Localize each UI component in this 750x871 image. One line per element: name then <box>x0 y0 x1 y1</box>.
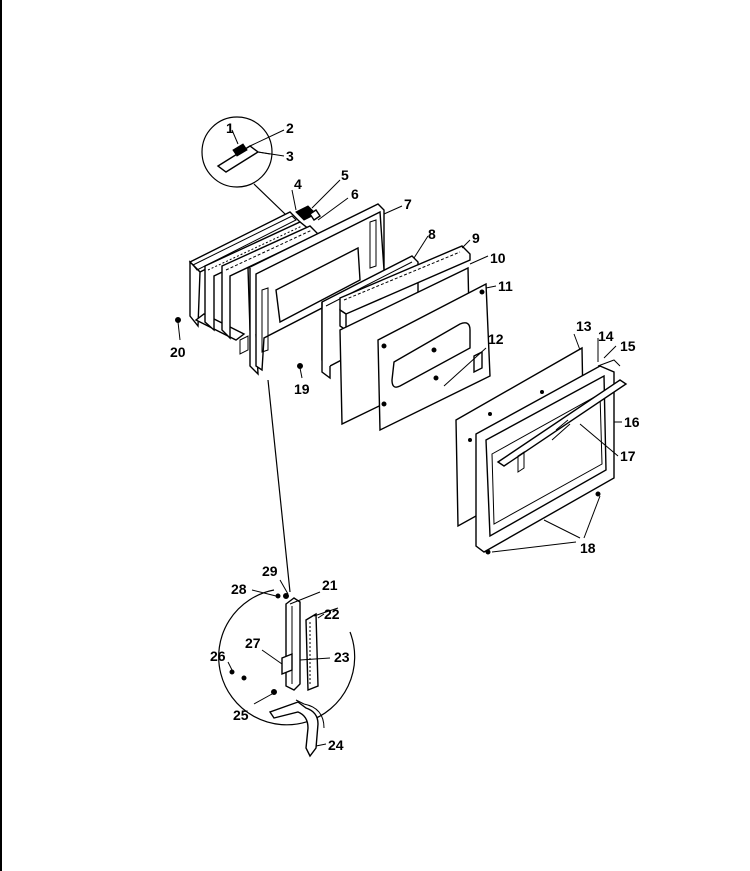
callout-19: 19 <box>294 381 310 397</box>
detail-circle-top <box>201 116 313 241</box>
callout-8: 8 <box>428 226 436 242</box>
callout-5: 5 <box>341 167 349 183</box>
gasket-assembly <box>188 205 321 341</box>
callout-7: 7 <box>404 196 412 212</box>
callout-10: 10 <box>490 250 506 266</box>
callout-22: 22 <box>324 606 340 622</box>
left-border-line <box>0 0 2 871</box>
callout-29: 29 <box>262 563 278 579</box>
callout-16: 16 <box>624 414 640 430</box>
callout-labels: 1 2 3 4 5 6 7 8 9 10 11 12 13 14 15 16 1… <box>170 120 640 753</box>
callout-9: 9 <box>472 230 480 246</box>
callout-6: 6 <box>351 186 359 202</box>
callout-23: 23 <box>334 649 350 665</box>
callout-27: 27 <box>245 635 261 651</box>
callout-13: 13 <box>576 318 592 334</box>
outer-door-glass-frame <box>455 346 628 555</box>
callout-17: 17 <box>620 448 636 464</box>
callout-2: 2 <box>286 120 294 136</box>
inner-liner-11-12 <box>377 282 497 432</box>
callout-21: 21 <box>322 577 338 593</box>
door-panel-7 <box>239 203 385 376</box>
callout-4: 4 <box>294 176 302 192</box>
detail-circle-hinge <box>218 579 356 758</box>
callout-1: 1 <box>226 120 234 136</box>
callout-3: 3 <box>286 148 294 164</box>
callout-26: 26 <box>210 648 226 664</box>
callout-11: 11 <box>498 278 513 294</box>
callout-18: 18 <box>580 540 596 556</box>
callout-15: 15 <box>620 338 636 354</box>
callout-14: 14 <box>598 328 614 344</box>
leader-lines <box>291 179 622 747</box>
callout-24: 24 <box>328 737 344 753</box>
callout-28: 28 <box>231 581 247 597</box>
callout-25: 25 <box>233 707 249 723</box>
callout-20: 20 <box>170 344 186 360</box>
screws-19-20 <box>175 317 303 379</box>
callout-12: 12 <box>488 331 504 347</box>
